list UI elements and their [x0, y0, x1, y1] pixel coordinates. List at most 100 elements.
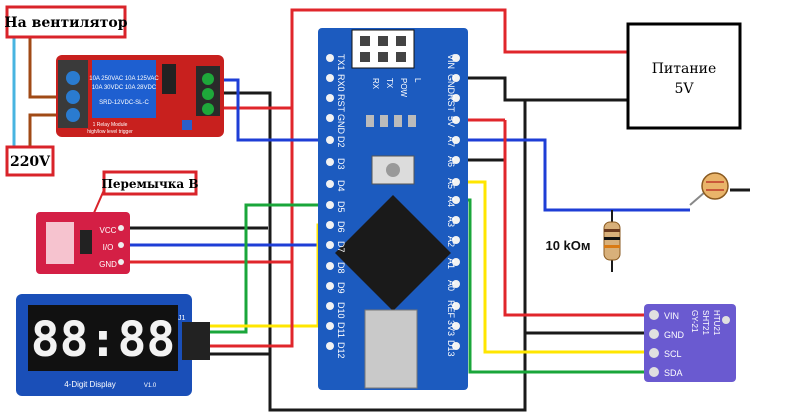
nano-pin-d7: D7 [336, 241, 346, 253]
label-fan: На вентилятор [4, 5, 128, 39]
reset-button-cap [386, 163, 400, 177]
nano-pin-3v3: 3V3 [446, 320, 456, 336]
nano-led-rx: RX [371, 78, 380, 90]
nano-pin-d2: D2 [336, 136, 346, 148]
nano-pin-a3: A3 [446, 216, 456, 227]
relay-rating-1: 10A 250VAC 10A 125VAC [89, 76, 159, 82]
nano-led-pow: POW [399, 78, 408, 98]
nano-pin-a5: A5 [446, 178, 456, 189]
sensor-pin-sda: SDA [664, 368, 683, 378]
relay-model: SRD-12VDC-SL-C [99, 100, 149, 106]
relay-module: 10A 250VAC 10A 125VAC 10A 30VDC 10A 28VD… [56, 55, 224, 137]
icsp-header [351, 29, 415, 69]
nano-pin-5v: 5V [446, 116, 456, 127]
nano-pin-rst-r: RST [446, 94, 456, 113]
display-caption: 4-Digit Display [64, 380, 116, 389]
resistor-10k: 10 kОм [545, 221, 621, 261]
arduino-nano-board: RX TX POW L [318, 28, 468, 390]
nano-pin-d6: D6 [336, 221, 346, 233]
wire-red-power-loop [290, 8, 628, 265]
relay-screw-1 [66, 71, 80, 85]
relay-screw-3 [66, 108, 80, 122]
label-mains-text: 220V [10, 154, 51, 170]
nano-pin-rx0: RX0 [336, 74, 346, 92]
relay-screw-6 [202, 103, 214, 115]
power-supply-box: Питание 5V [626, 22, 742, 130]
nano-pin-d11: D11 [336, 322, 346, 338]
sensor-pin-scl: SCL [664, 349, 682, 359]
sensor-silk-2: SHT21 [701, 310, 710, 335]
resistor-label: 10 kОм [545, 238, 590, 253]
nano-pin-d10: D10 [336, 302, 346, 319]
nano-right-pin-holes [452, 54, 460, 350]
relay-jumper [182, 120, 192, 130]
wire-red-sensor-vin [503, 120, 652, 317]
sensor-pin-gnd: GND [664, 330, 685, 340]
power-label-line1: Питание [652, 61, 717, 77]
nano-pin-d4: D4 [336, 180, 346, 192]
sensor-pin-vin: VIN [664, 311, 679, 321]
display-lcd [28, 305, 178, 371]
nano-pin-d12: D12 [336, 342, 346, 359]
nano-pin-a2: A2 [446, 236, 456, 247]
nano-pin-gnd-l: GND [336, 114, 346, 135]
relay-transistor [162, 64, 176, 94]
relay-screw-4 [202, 73, 214, 85]
nano-pin-d9: D9 [336, 282, 346, 294]
nano-pin-ref: REF [446, 300, 456, 319]
mcu-chip [335, 195, 451, 311]
nano-pin-gnd-r: GND [446, 74, 456, 95]
sensor-silk-1: GY-21 [690, 310, 699, 333]
display-header-label: J1 [178, 315, 186, 322]
usb-connector [364, 309, 418, 389]
nano-pin-d13: D13 [446, 340, 456, 357]
wire-blue-a7 [455, 138, 690, 212]
touch-sensor-module: VCC I/O GND [36, 212, 130, 274]
touch-chip [80, 230, 92, 254]
display-digits: 88:88 [31, 312, 176, 368]
wire-black-power [455, 76, 628, 102]
label-fan-text: На вентилятор [4, 15, 127, 31]
wire-yellow-a5-scl [455, 180, 652, 354]
wire-blue-relay-signal [220, 78, 330, 142]
nano-led-l: L [413, 78, 422, 83]
nano-pin-d3: D3 [336, 158, 346, 170]
display-pin-header [182, 322, 210, 360]
nano-pin-vin: VIN [446, 54, 456, 69]
relay-coil-box [92, 60, 156, 118]
nano-pin-a1: A1 [446, 258, 456, 269]
wire-red-display-vcc [210, 265, 294, 348]
nano-left-pin-labels: TX1 RX0 RST GND D2 D3 D4 D5 D6 D7 D8 D9 … [336, 54, 346, 359]
relay-screw-2 [66, 90, 80, 104]
nano-pin-a0: A0 [446, 280, 456, 291]
photoresistor [689, 172, 729, 206]
nano-pin-a6: A6 [446, 156, 456, 167]
relay-line1: 1 Relay Module [93, 122, 128, 128]
label-jumper-text: Перемычка B [102, 177, 199, 191]
touch-pin-gnd: GND [99, 260, 117, 269]
display-version: V1.0 [144, 383, 157, 389]
relay-rating-2: 10A 30VDC 10A 28VDC [92, 85, 157, 91]
relay-line2: high/low level trigger [87, 129, 133, 135]
label-mains: 220V [5, 145, 55, 177]
nano-pin-a4: A4 [446, 196, 456, 207]
nano-pin-a7: A7 [446, 136, 456, 147]
nano-led-tx: TX [385, 78, 394, 89]
nano-pin-tx1: TX1 [336, 54, 346, 71]
wire-black-bottom [220, 91, 527, 412]
touch-pad [46, 222, 74, 264]
touch-pin-io: I/O [103, 243, 114, 252]
four-digit-display-module: 88:88 4-Digit Display V1.0 J1 [16, 294, 210, 396]
nano-pin-d5: D5 [336, 201, 346, 213]
nano-pin-rst-l: RST [336, 94, 346, 113]
wire-green-display-clk [210, 203, 330, 334]
power-label-line2: 5V [674, 81, 694, 97]
nano-pin-d8: D8 [336, 262, 346, 274]
nano-right-pin-labels: VIN GND RST 5V A7 A6 A5 A4 A3 A2 A1 A0 R… [446, 54, 456, 357]
sht21-sensor-module: VIN GND SCL SDA GY-21 SHT21 HTU21 [644, 304, 736, 382]
label-jumper: Перемычка B [102, 170, 199, 196]
touch-pin-vcc: VCC [100, 226, 117, 235]
nano-left-pin-holes [326, 54, 334, 350]
relay-screw-5 [202, 88, 214, 100]
